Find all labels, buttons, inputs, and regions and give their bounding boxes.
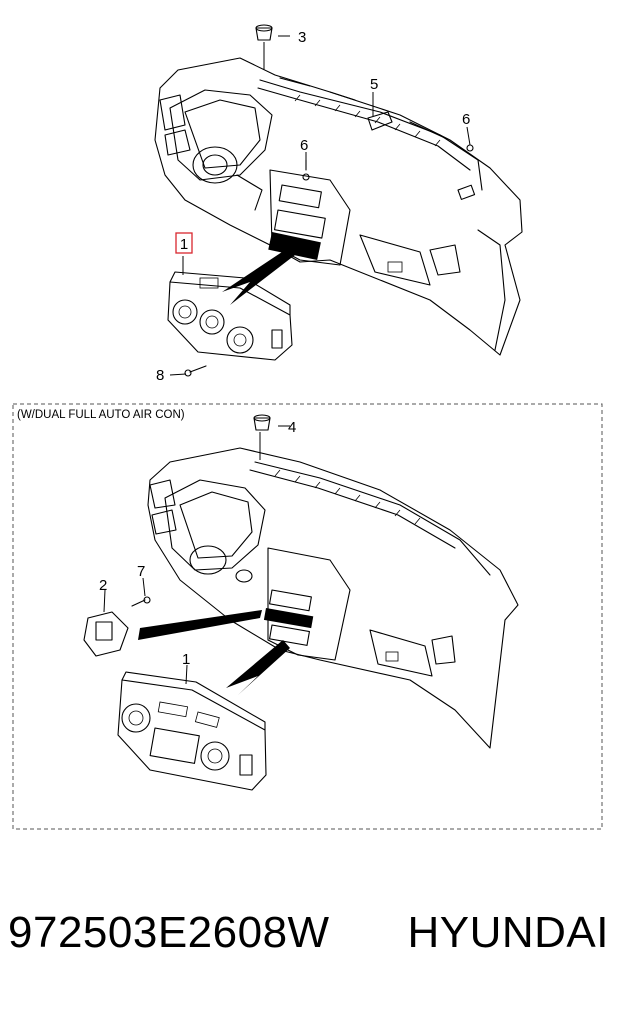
parts-diagram: 1 3 5 6 6 8 (W/DUAL FULL AUTO AIR CON): [12, 24, 603, 830]
callout-box-highlight: [175, 232, 193, 254]
callout-7: 7: [137, 563, 145, 580]
caption-bar: 972503E2608W HYUNDAI: [0, 908, 621, 978]
dashboard-upper: [154, 57, 523, 356]
callout-1-top: 1: [180, 236, 188, 253]
screw-6-left: [302, 159, 310, 181]
climate-control-unit-lower: [117, 671, 267, 791]
callout-8: 8: [156, 367, 164, 384]
callout-2: 2: [99, 577, 107, 594]
callout-6-right: 6: [462, 111, 470, 128]
callout-3: 3: [298, 29, 306, 46]
callout-5: 5: [370, 76, 378, 93]
screw-7: [131, 596, 151, 607]
variant-label: (W/DUAL FULL AUTO AIR CON): [17, 409, 185, 421]
clip-3: [255, 24, 273, 70]
screw-8: [184, 365, 207, 377]
part-number: 972503E2608W: [8, 908, 330, 957]
callout-6-left: 6: [300, 137, 308, 154]
variant-frame: [12, 403, 603, 830]
heater-control-unit-upper: [167, 271, 293, 361]
callout-1-bottom: 1: [182, 651, 190, 668]
pointer-arrow-lower: [226, 640, 290, 695]
pointer-arrow-upper: [222, 248, 295, 305]
sensor-2: [83, 611, 129, 657]
clip-4: [253, 414, 271, 460]
brand-name: HYUNDAI: [407, 908, 609, 957]
bracket-5: [367, 111, 393, 131]
dashboard-lower: [147, 447, 519, 749]
screw-6-right: [466, 144, 474, 152]
callout-4: 4: [288, 419, 296, 436]
pointer-arrow-sensor: [138, 610, 262, 640]
